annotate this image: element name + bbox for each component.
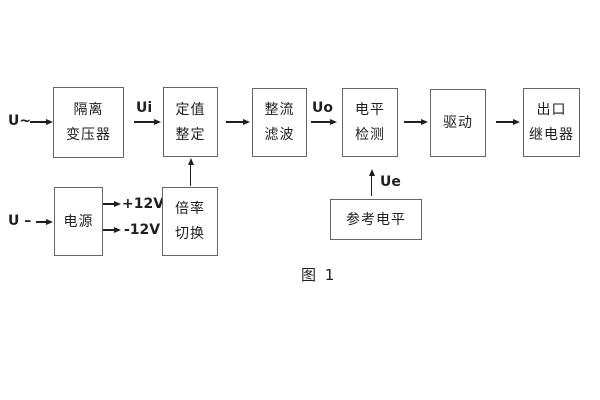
arrow-head — [187, 158, 194, 165]
arrow-transformer-to-setpoint — [134, 118, 161, 126]
arrow-shaft — [226, 121, 243, 123]
arrow-rectifier-to-level — [311, 118, 337, 126]
arrow-head — [46, 119, 53, 125]
label-uo: Uo — [312, 100, 333, 116]
block-isolation-transformer: 隔离 变压器 — [53, 87, 124, 158]
arrow-head — [114, 201, 121, 207]
label-u-ac: U~ — [8, 113, 32, 129]
arrow-head — [513, 119, 520, 125]
block-label: 整定 — [175, 126, 206, 143]
block-label: 滤波 — [264, 127, 295, 143]
figure-caption: 图 1 — [301, 266, 337, 284]
label-plus12v: +12V — [122, 196, 165, 212]
label-ue: Ue — [380, 174, 401, 190]
arrow-head — [421, 119, 428, 125]
arrow-driver-to-relay — [496, 118, 520, 126]
arrow-shaft — [103, 229, 114, 231]
block-label: 隔离 — [73, 102, 104, 118]
arrow-head — [243, 119, 250, 125]
arrow-ac-input — [30, 118, 53, 126]
arrow-head — [154, 119, 161, 125]
arrow-head — [114, 227, 121, 233]
label-minus12v: -12V — [124, 222, 161, 238]
block-driver: 驱动 — [430, 89, 486, 157]
block-label: 切换 — [175, 226, 205, 242]
arrow-plus12v — [103, 200, 121, 208]
arrow-head — [330, 119, 337, 125]
arrow-shaft — [189, 165, 192, 186]
block-label: 继电器 — [529, 127, 574, 143]
arrow-dc-input — [36, 218, 53, 226]
block-label: 电平 — [355, 102, 385, 118]
block-label: 变压器 — [66, 127, 111, 143]
label-ui: Ui — [136, 100, 153, 116]
arrow-shaft — [370, 176, 373, 196]
block-label: 驱动 — [443, 115, 473, 131]
arrow-shaft — [30, 121, 46, 123]
arrow-shaft — [36, 221, 46, 223]
block-label: 倍率 — [175, 201, 205, 217]
arrow-head — [46, 219, 53, 225]
arrow-shaft — [134, 121, 154, 123]
block-label: 整流 — [264, 102, 295, 118]
block-label: 定值 — [175, 101, 206, 118]
block-label: 出口 — [536, 102, 567, 118]
block-label: 电源 — [63, 213, 94, 230]
arrow-shaft — [311, 121, 330, 123]
arrow-shaft — [404, 121, 421, 123]
arrow-level-to-driver — [404, 118, 428, 126]
block-power-supply: 电源 — [54, 187, 103, 256]
arrow-shaft — [496, 121, 513, 123]
block-level-detector: 电平 检测 — [342, 88, 398, 157]
arrow-shaft — [103, 203, 114, 205]
block-label: 参考电平 — [346, 211, 406, 228]
block-ratio-switch: 倍率 切换 — [162, 187, 218, 256]
block-rectifier-filter: 整流 滤波 — [252, 88, 307, 157]
arrow-ue — [367, 169, 376, 196]
block-label: 检测 — [355, 127, 385, 143]
arrow-head — [368, 169, 375, 176]
block-reference-level: 参考电平 — [330, 199, 422, 240]
arrow-setpoint-to-rectifier — [226, 118, 250, 126]
block-output-relay: 出口 继电器 — [523, 88, 580, 157]
block-setpoint-adjust: 定值 整定 — [163, 87, 218, 157]
arrow-minus12v — [103, 226, 121, 234]
label-u-dc: U – — [8, 213, 32, 229]
arrow-ratio-to-setpoint — [186, 158, 195, 186]
